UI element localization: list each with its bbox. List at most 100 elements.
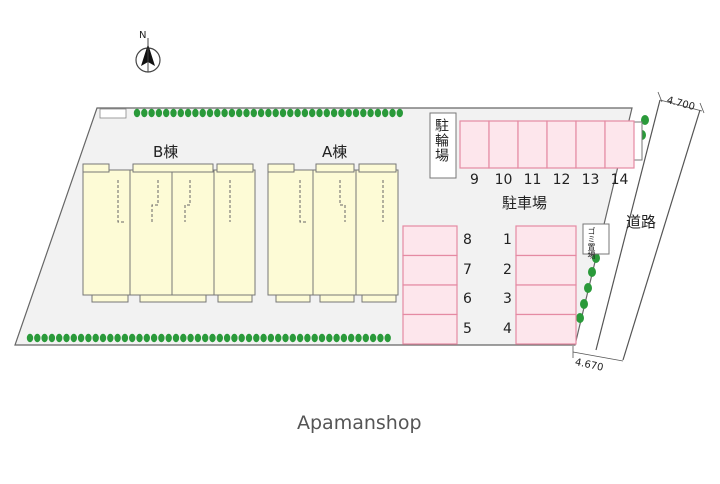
hedge-shrub: [584, 283, 592, 293]
hedge-shrub: [362, 333, 369, 343]
hedge-shrub: [184, 108, 192, 118]
hedge-shrub: [158, 333, 165, 343]
hedge-shrub: [311, 333, 318, 343]
hedge-shrub: [374, 108, 382, 118]
hedge-shrub: [221, 108, 228, 118]
hedge-shrub: [85, 333, 92, 343]
hedge-shrub: [352, 108, 360, 118]
road: [572, 91, 705, 362]
hedge-shrub: [194, 333, 202, 343]
car-slot: [515, 254, 577, 286]
car-slot-number: 1: [503, 232, 512, 248]
hedge-shrub: [265, 108, 272, 118]
bike-slot: [604, 120, 635, 169]
hedge-shrub: [345, 108, 352, 118]
bike-slot: [575, 120, 606, 169]
hedge-shrub: [267, 333, 275, 343]
bike-slot-number: 13: [581, 172, 600, 188]
hedge-shrub: [107, 333, 114, 343]
hedge-shrub: [177, 108, 184, 118]
hedge-shrub: [309, 108, 316, 118]
road-label: 道路: [626, 213, 657, 231]
hedge-shrub: [287, 108, 294, 118]
bike-slot: [459, 120, 490, 169]
hedge-shrub: [641, 115, 649, 125]
hedge-shrub: [250, 108, 257, 118]
hedge-shrub: [318, 333, 326, 343]
car-slot: [402, 254, 458, 286]
hedge-shrub: [260, 333, 267, 343]
hedge-shrub: [257, 108, 265, 118]
hedge-shrub: [214, 108, 221, 118]
car-slot-number: 2: [503, 261, 512, 278]
hedge-shrub: [148, 108, 155, 118]
hedge-shrub: [56, 333, 63, 343]
hedge-shrub: [323, 108, 330, 118]
hedge-shrub: [377, 333, 384, 343]
bike-slot-number: 12: [552, 172, 571, 188]
hedge-shrub: [121, 333, 129, 343]
hedge-shrub: [272, 108, 279, 118]
hedge-shrub: [150, 333, 158, 343]
hedge-shrub: [389, 108, 396, 118]
hedge-shrub: [289, 333, 296, 343]
hedge-shrub: [588, 267, 596, 277]
hedge-shrub: [192, 108, 199, 118]
hedge-shrub: [275, 333, 282, 343]
hedge-shrub: [133, 108, 141, 118]
building-a-label: A棟: [322, 143, 348, 161]
building-b-label: B棟: [153, 143, 179, 161]
car-slot-number: 4: [503, 320, 512, 337]
car-slot: [515, 225, 577, 257]
bike-slot: [546, 120, 577, 169]
hedge-shrub: [172, 333, 180, 343]
hedge-shrub: [92, 333, 99, 343]
hedge-shrub: [170, 108, 177, 118]
hedge-shrub: [580, 299, 588, 309]
bike-slot-number: 14: [610, 172, 629, 188]
hedge-shrub: [326, 333, 333, 343]
hedge-shrub: [77, 333, 85, 343]
hedge-shrub: [231, 333, 238, 343]
hedge-shrub: [396, 108, 403, 118]
hedge-shrub: [209, 333, 216, 343]
hedge-shrub: [26, 333, 34, 343]
hedge-shrub: [206, 108, 214, 118]
hedge-shrub: [294, 108, 301, 118]
hedge-shrub: [223, 333, 231, 343]
hedge-shrub: [253, 333, 260, 343]
hedge-shrub: [129, 333, 136, 343]
hedge-shrub: [316, 108, 323, 118]
car-slot-number: 3: [503, 291, 512, 307]
car-slot-number: 7: [463, 261, 472, 278]
car-slot: [402, 225, 458, 257]
hedge-shrub: [592, 253, 600, 263]
bike-slot-number: 11: [523, 172, 542, 188]
bike-parking-label: 駐輪場: [433, 118, 449, 163]
hedge-shrub: [165, 333, 172, 343]
hedge-shrub: [384, 333, 391, 343]
bike-slot-number: 10: [494, 172, 513, 188]
hedge-shrub: [355, 333, 362, 343]
hedge-shrub: [48, 333, 56, 343]
hedge-shrub: [228, 108, 236, 118]
north-label: N: [139, 30, 147, 41]
hedge-shrub: [70, 333, 78, 343]
hedge-shrub: [155, 108, 163, 118]
hedge-shrub: [301, 108, 309, 118]
garbage-box: [582, 223, 610, 255]
car-slot: [515, 284, 577, 316]
compass: [135, 38, 161, 73]
building-b: [82, 163, 256, 303]
hedge-shrub: [279, 108, 287, 118]
hedge-top: [133, 108, 403, 118]
hedge-shrub: [282, 333, 289, 343]
car-slots-left: [402, 225, 458, 345]
hedge-shrub: [163, 108, 170, 118]
car-parking-label: 駐車場: [502, 194, 548, 212]
hedge-right: [576, 115, 649, 323]
garbage-label: ゴミ置場: [587, 227, 596, 259]
hedge-shrub: [187, 333, 194, 343]
hedge-shrub: [238, 333, 245, 343]
